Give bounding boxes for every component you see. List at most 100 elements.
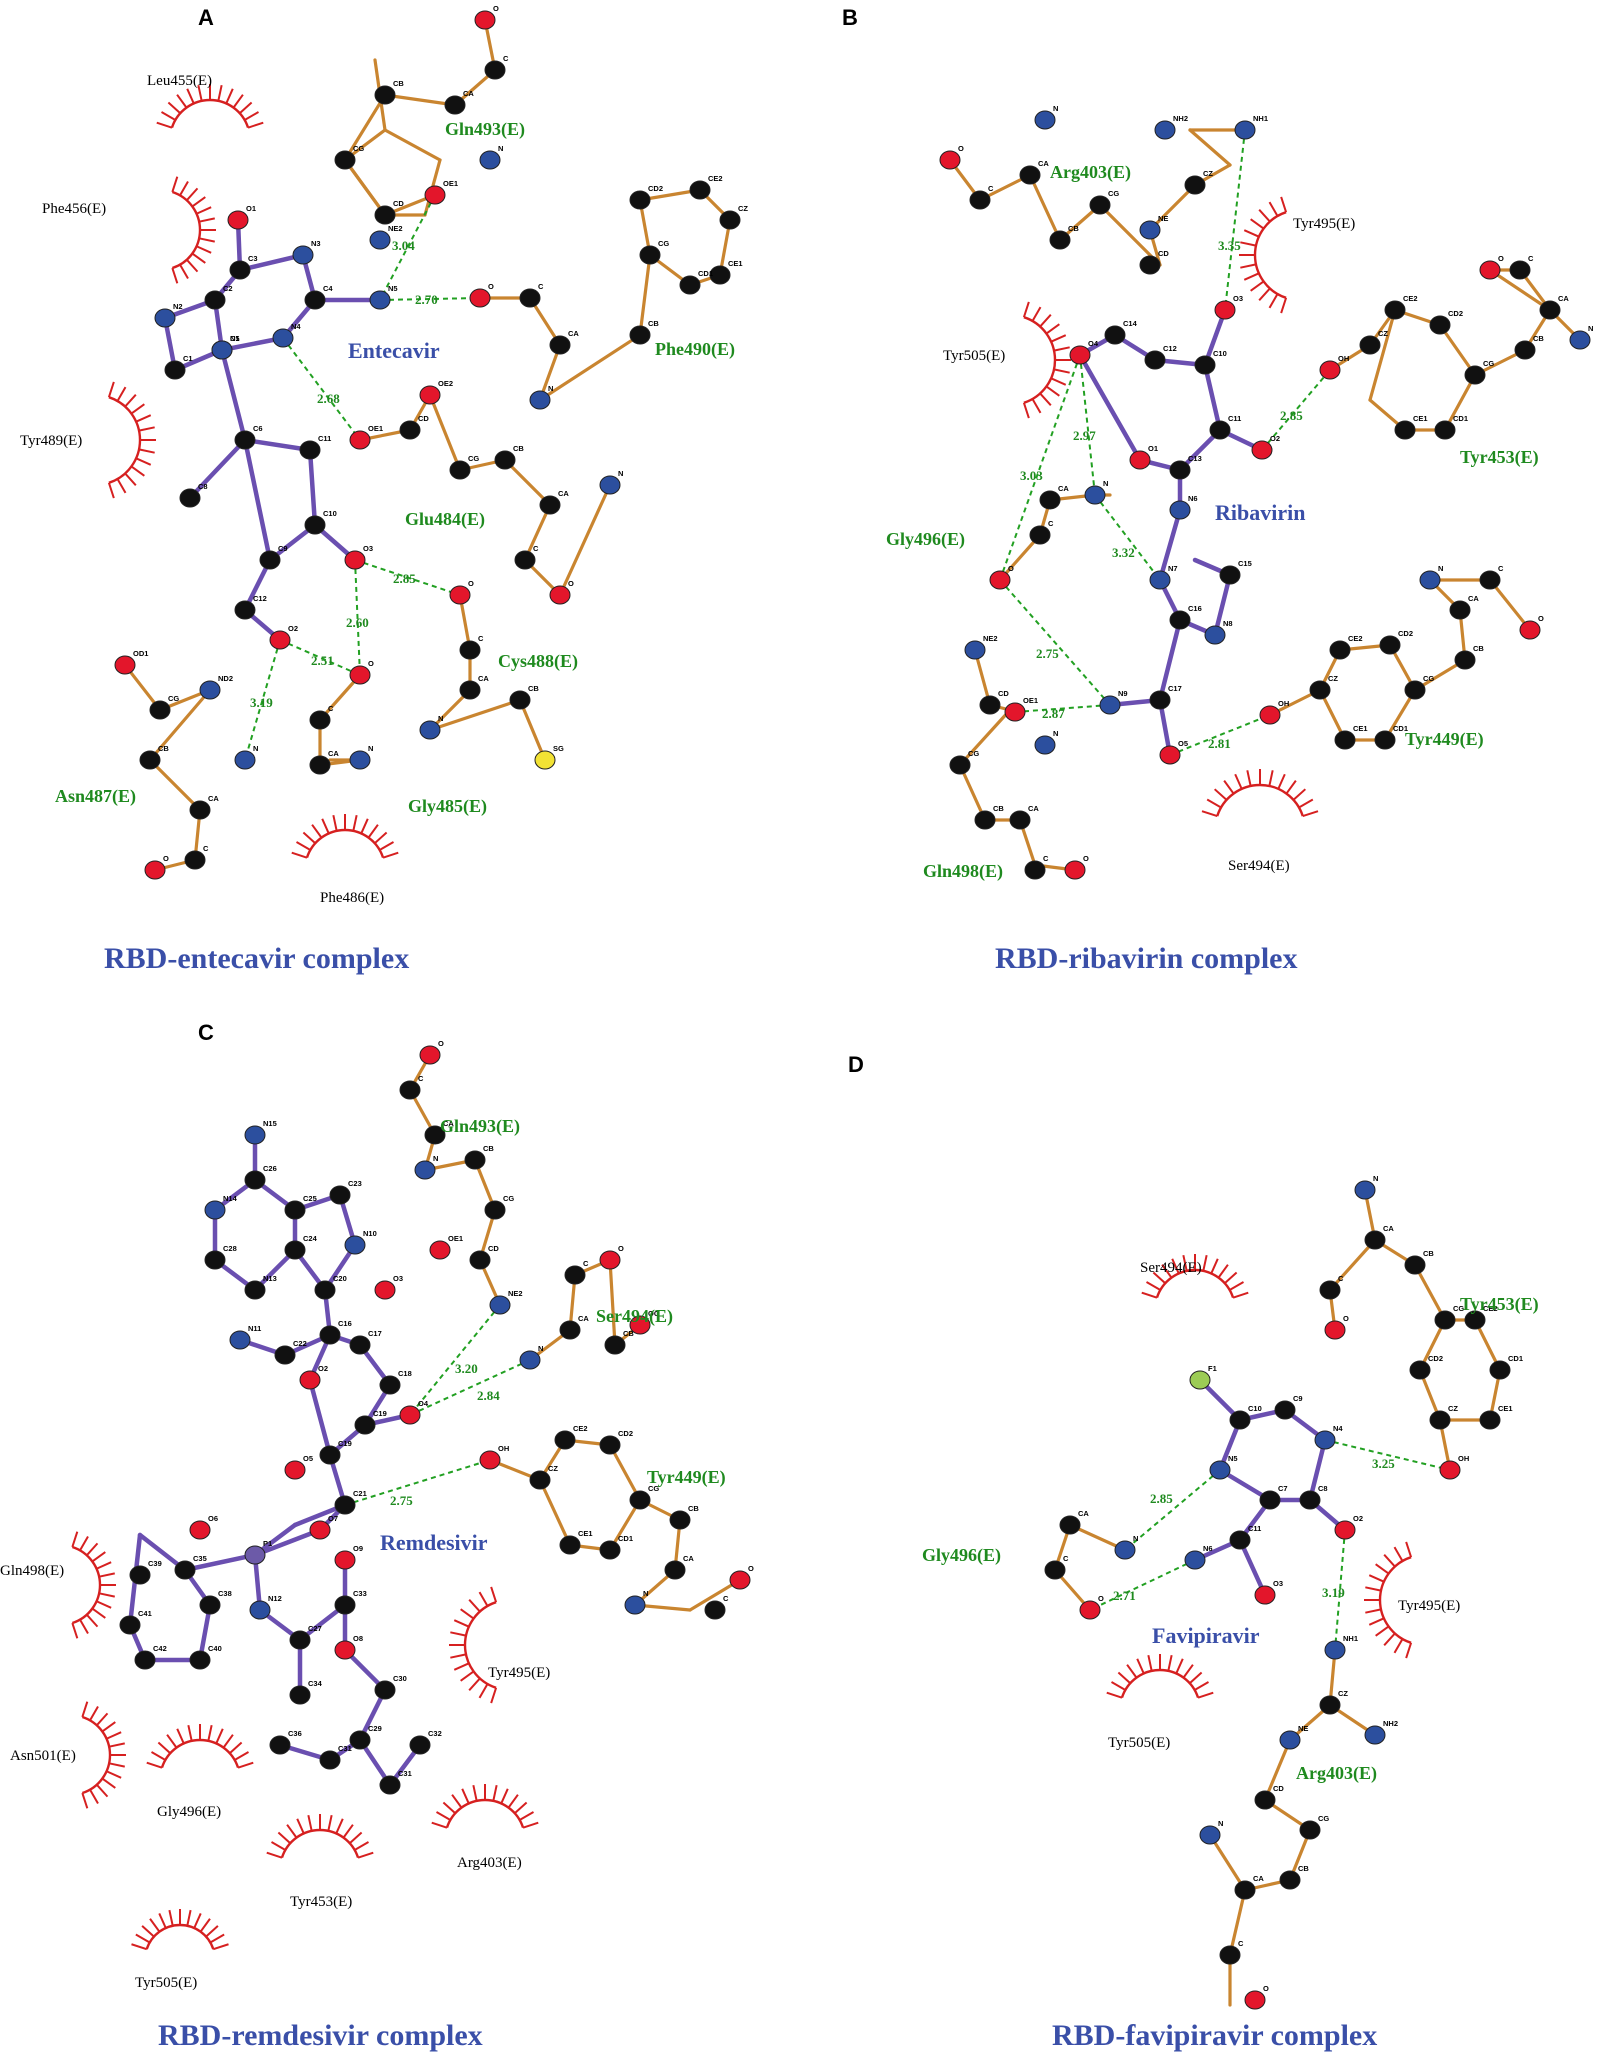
c-tyr449-1-atom-label: CZ [548,1464,558,1473]
a-phe490-bond [638,253,652,337]
b-tyr453-0-atom [1319,360,1341,380]
d-lig-6-atom-label: N5 [1228,1454,1238,1463]
a-phe490-9-atom [709,265,731,285]
b-lig-triazole-bond [1212,572,1233,638]
b-lig-2-atom-label: C12 [1163,344,1177,353]
b-arg403-4-atom [1049,230,1071,250]
b-hb-5-hbond-line [1094,494,1161,581]
a-phe490-2-atom [549,335,571,355]
a-phe486-arc-spoke [296,841,311,851]
a-gly485-1-atom-label: C [328,704,334,713]
d-lig-3-atom [1314,1430,1336,1450]
a-leu455-arc-spoke [186,88,195,104]
d-ser494-arc-spoke [1146,1281,1161,1291]
b-gly496-2-atom-label: CA [1058,484,1069,493]
b-tyr495-arc-spoke [1250,218,1265,230]
d-lig-4-atom [1299,1490,1321,1510]
panel-b-letter: B [842,5,858,30]
a-leu455-arc-spoke [225,88,234,104]
panel-d-residue-arg403: Arg403(E) [1296,1763,1377,1784]
b-ser494-arc-spoke [1201,810,1218,818]
a-leu455-arc-spoke [232,94,244,109]
b-lig-amide-bond [1157,617,1183,703]
c-lig-10-atom-label: N11 [248,1324,261,1333]
c-lig-25-atom-label: O9 [353,1544,363,1553]
c-tyr495-arc-spoke [453,1619,470,1628]
panel-c-residue-tyr495: Tyr495(E) [488,1665,550,1681]
a-phe490-6-atom [629,190,651,210]
b-hb-7-hbond-line [1014,704,1111,713]
panel-d-dist-1: 3.25 [1372,1456,1395,1471]
a-phe490-0-atom-label: O [488,282,494,291]
b-tyr449-11-atom [1519,620,1541,640]
a-asn487-1-atom [149,700,171,720]
d-gly496-3-atom [1079,1600,1101,1620]
a-tyr489-arc-spoke [138,448,155,454]
c-tyr449-1-atom [529,1470,551,1490]
c-asn501-arc-spoke [89,1789,99,1804]
d-tyr505-arc-spoke [1117,1671,1131,1684]
c-lig-28-atom-label: C39 [148,1559,162,1568]
b-tyr449-5-atom-label: CD1 [1393,724,1408,733]
b-lig-ring1-bond [1202,362,1223,433]
panel-b-residue-tyr505: Tyr505(E) [943,348,1005,364]
b-arg403-6-atom [1139,255,1161,275]
a-phe456-arc-spoke [179,264,189,279]
panel-d-residue-tyr505: Tyr505(E) [1108,1735,1170,1751]
panel-a-dist-1: 3.04 [392,238,415,253]
b-tyr453-4-atom [1464,365,1486,385]
c-lig-2-atom [204,1200,226,1220]
a-lig-8-atom-label: N1 [230,334,240,343]
panel-b-dist-6: 2.75 [1036,646,1059,661]
b-tyr453-b-bond [1488,268,1552,312]
b-lig-0-atom-label: O4 [1088,339,1099,348]
a-gln493-0-atom [474,10,496,30]
b-lig-7-atom-label: O1 [1148,444,1158,453]
b-tyr495-arc-spoke [1258,287,1271,302]
b-gly496-3-atom-label: N [1103,479,1108,488]
a-gly485-3-atom [349,750,371,770]
c-lig-1-atom-label: C26 [263,1164,277,1173]
b-tyr453-2-atom [1384,300,1406,320]
c-tyr495-arc-spoke [468,1598,481,1613]
c-tyr453-arc-spoke [357,1851,374,1859]
c-lig-2-atom-label: N14 [223,1194,238,1203]
b-gly496-1-atom-label: C [1048,519,1054,528]
a-hb-7-hbond-line [244,639,281,761]
b-ser494-arc-spoke [1206,798,1222,809]
c-lig-35-atom-label: C33 [353,1589,367,1598]
a-phe456-arc-spoke [198,237,215,243]
a-phe486-arc-spoke [291,851,308,859]
c-gln493-1-atom [399,1080,421,1100]
c-tyr453-arc-spoke [296,1818,305,1834]
d-tyr505-arc-spoke [1167,1655,1173,1672]
c-hb-1-hbond-line [409,1304,501,1416]
a-phe456-arc-spoke [196,245,212,254]
d-tyr495-arc-spoke [1405,1642,1413,1659]
a-phe486-arc-spoke [382,851,399,859]
c-ser494-2-atom [564,1265,586,1285]
c-gln498-arc-spoke [98,1592,115,1598]
a-leu455-arc-spoke [217,85,223,102]
c-gly496-hydrophobic-arc [146,1724,254,1769]
b-tyr453-5-atom-label: CD1 [1453,414,1468,423]
d-arg403-bond [1263,1738,1292,1802]
a-tyr489-arc-spoke [116,478,127,494]
c-tyr495-arc-spoke [450,1631,467,1637]
d-ser494-arc-spoke [1202,1255,1208,1272]
a-gly485-0-atom [349,665,371,685]
a-phe490-1-atom-label: C [538,282,544,291]
c-lig-26-atom [249,1600,271,1620]
d-tyr453-6-atom-label: CE1 [1498,1404,1513,1413]
a-lig-7-atom [164,360,186,380]
panel-b-ligand-name: Ribavirin [1215,500,1305,525]
d-arg403-9-atom [1219,1945,1241,1965]
c-lig-12-atom [319,1325,341,1345]
a-hb-5-hbond-line [354,559,361,676]
a-leu455-arc-spoke [197,85,203,102]
panel-a-dist-6: 2.51 [311,653,334,668]
a-lig-12-atom-label: C11 [318,434,331,443]
labels-layer: A B C D RBD-entecavir complex RBD-ribavi… [0,5,1539,2052]
panel-a-dist-2: 2.70 [415,292,438,307]
